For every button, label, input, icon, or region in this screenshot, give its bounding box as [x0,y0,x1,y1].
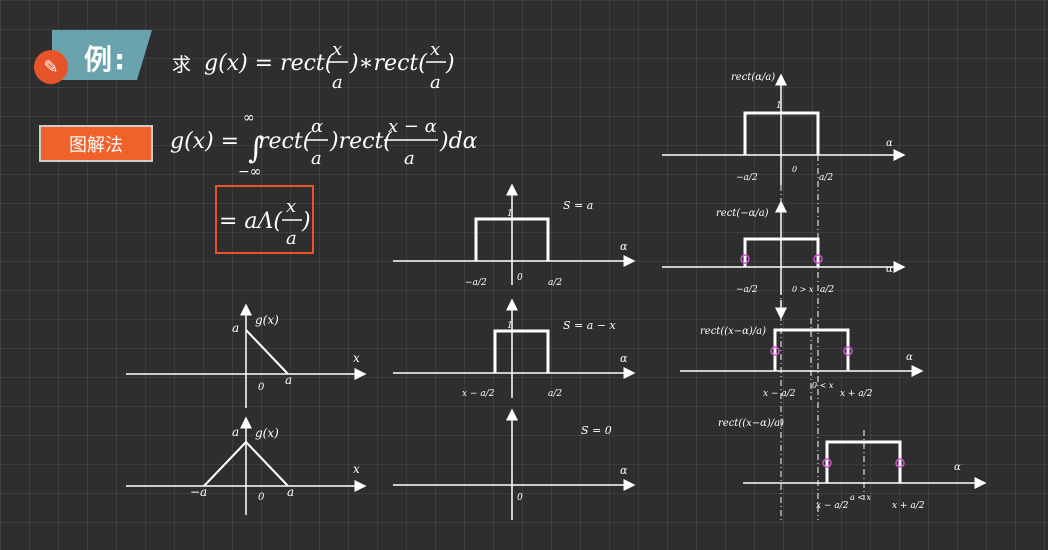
g-func-label: g(x) [255,313,279,327]
neg-half-a-right-1: −a/2 [736,173,758,183]
neg-half-a-right-2: −a/2 [736,285,758,295]
x-plus-half-a-right-1: x + a/2 [840,389,873,399]
svg-text:)∗rect(: )∗rect( [349,51,427,76]
rect-neg-alpha-plot [662,185,906,520]
gx-triangle-plot [126,416,367,515]
svg-text:): ) [301,209,311,234]
rect-shift-label-2: rect((x−α)/a) [718,418,784,429]
height-one-label-2: 1 [507,321,513,331]
alpha-axis-right-3: α [906,352,913,363]
zero-lt-x-label: 0 < x [812,381,834,390]
svg-text:g(x) = rect(: g(x) = rect( [204,51,334,76]
a-lt-x-label: a < x [850,493,872,502]
x2-axis-label: x [353,462,360,476]
example-banner [52,30,152,80]
half-a-right-2: a/2 [820,285,834,295]
svg-text:x − α: x − α [388,116,437,137]
origin2-label: 0 [258,492,265,503]
x-minus-half-a-right-1: x − a/2 [763,389,796,399]
neg-half-a-label-1: −a/2 [465,278,487,288]
rect-neg-alpha-label: rect(−α/a) [716,208,769,219]
svg-text:x: x [430,39,440,60]
svg-text:)dα: )dα [439,129,478,154]
x-minus-half-a-right-2: x − a/2 [816,501,849,511]
overlap-plot-s-a [393,183,636,285]
s-eq-a-label: S = a [563,199,593,212]
alpha-axis-label-3: α [620,464,628,477]
svg-text:)rect(: )rect( [329,129,392,154]
svg-text:): ) [445,51,455,76]
alpha-axis-right-1: α [886,138,893,149]
g2-peak-label: a [232,425,239,439]
alpha-axis-label-2: α [620,352,628,365]
svg-text:a: a [332,72,343,93]
graphical-method-button[interactable]: 图解法 [39,125,153,162]
overlap-plot-s-a-minus-x [393,298,636,398]
alpha-axis-label-1: α [620,240,628,253]
zero-gt-x-label: 0 > x [792,285,814,294]
example-label: 例: [84,43,128,76]
svg-text:α: α [311,116,323,137]
wrench-icon: ✎ [34,50,68,84]
a2-tick: a [287,485,294,499]
alpha-axis-right-4: α [954,462,961,473]
svg-text:∫: ∫ [248,131,264,166]
result-highlight-box [215,185,314,254]
svg-text:= aΛ(: = aΛ( [219,209,282,234]
neg-a-tick: −a [190,485,207,499]
a-tick-label: a [285,373,292,387]
svg-text:a: a [404,148,415,169]
svg-text:a: a [286,228,297,249]
g-peak-label: a [232,321,239,335]
origin-right-1: 0 [792,165,797,174]
half-a-label-1: a/2 [548,278,562,288]
svg-text:∞: ∞ [243,110,255,126]
svg-text:g(x) =: g(x) = [170,129,239,154]
rect-alpha-label: rect(α/a) [731,72,775,83]
svg-text:a: a [311,148,322,169]
origin-mid-1: 0 [517,273,523,283]
s-eq-a-minus-x-label: S = a − x [563,319,617,332]
s-eq-0-label: S = 0 [581,424,612,437]
rect-shift-label-1: rect((x−α)/a) [700,326,766,337]
rect-shift-plot-1 [680,300,924,400]
svg-text:a: a [430,72,441,93]
rect-alpha-plot [662,73,906,520]
convolution-integral: g(x) = ∞ ∫ −∞ rect( α a )rect( x − α a )… [170,110,478,180]
x-minus-half-a-label-mid: x − a/2 [462,389,495,399]
svg-text:−∞: −∞ [238,164,261,180]
x-plus-half-a-right-2: x + a/2 [892,501,925,511]
x-axis-label: x [353,351,360,365]
height-one-label: 1 [507,209,513,219]
problem-prefix: 求 [172,54,192,76]
overlap-plot-s-0 [393,408,636,520]
rect-alpha-height: 1 [776,101,782,111]
svg-text:x: x [332,39,342,60]
half-a-label-2: a/2 [548,389,562,399]
g2-func-label: g(x) [255,426,279,440]
problem-equation: g(x) = rect( x a )∗rect( x a ) [204,39,455,93]
gx-half-triangle-plot [126,303,367,408]
svg-text:x: x [286,196,296,217]
rect-shift-plot-2 [743,430,987,500]
half-a-right-1: a/2 [819,173,833,183]
svg-text:rect(: rect( [258,129,312,154]
origin-label: 0 [258,382,265,393]
alpha-axis-right-2: α [886,264,893,275]
result-equation: = aΛ( x a ) [219,196,311,249]
origin-mid-3: 0 [517,493,523,503]
